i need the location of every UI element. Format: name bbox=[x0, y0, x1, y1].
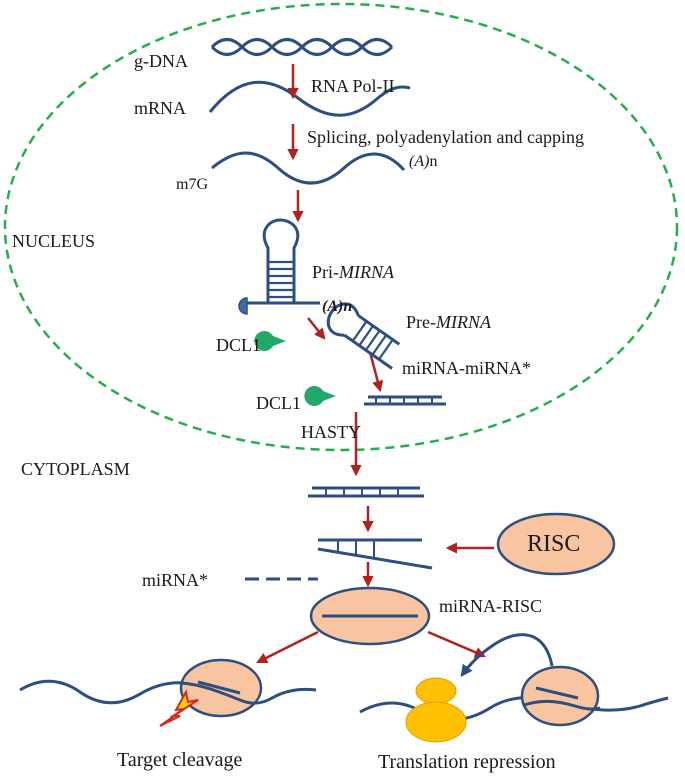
ribosome-large-subunit bbox=[405, 701, 467, 743]
label-m7g: m7G bbox=[176, 176, 208, 193]
cleavage-bolt bbox=[159, 689, 199, 727]
mrna-strand bbox=[208, 80, 411, 117]
gdna-helix bbox=[210, 38, 394, 56]
label-cytoplasm: CYTOPLASM bbox=[21, 459, 130, 479]
target-mrna-cleavage bbox=[19, 679, 201, 705]
label-pri-mirna: Pri-MIRNA bbox=[312, 263, 394, 281]
label-dcl1-b: DCL1 bbox=[256, 393, 301, 413]
label-duplex: miRNA-miRNA* bbox=[402, 358, 532, 378]
label-hasty: HASTY bbox=[301, 422, 362, 442]
label-polya-1-a: (A) bbox=[409, 153, 430, 170]
label-splicing: Splicing, polyadenylation and capping bbox=[307, 127, 584, 147]
capped-mrna-strand bbox=[211, 151, 406, 185]
label-pri-prefix: Pri- bbox=[312, 262, 339, 282]
label-pre-italic: MIRNA bbox=[436, 312, 491, 332]
label-pre-mirna: Pre-MIRNA bbox=[406, 313, 491, 331]
label-mrna: mRNA bbox=[134, 98, 187, 118]
label-dcl1-a: DCL1 bbox=[216, 335, 261, 355]
label-gdna: g-DNA bbox=[134, 51, 188, 71]
dcl1-enzyme-2 bbox=[304, 386, 336, 407]
label-rna-pol: RNA Pol-II bbox=[311, 76, 395, 96]
label-polya-2: (A)n bbox=[322, 298, 353, 315]
label-translation-repression: Translation repression bbox=[378, 751, 556, 773]
ribosome-small-subunit bbox=[415, 677, 457, 705]
cytoplasm-arrows bbox=[255, 506, 494, 664]
label-mirna-star: miRNA* bbox=[142, 570, 209, 590]
dcl1-enzyme-1 bbox=[254, 331, 286, 351]
nucleus-boundary bbox=[3, 2, 679, 452]
pri-mirna-hairpin bbox=[246, 218, 320, 305]
label-nucleus: NUCLEUS bbox=[12, 231, 96, 251]
target-mrna-repression bbox=[359, 695, 669, 722]
label-target-cleavage: Target cleavage bbox=[117, 749, 243, 771]
label-pre-prefix: Pre- bbox=[406, 312, 436, 332]
nucleus-arrows bbox=[287, 64, 384, 477]
repression-curved-arrow bbox=[460, 633, 554, 677]
duplex-nucleus bbox=[364, 395, 446, 406]
risc-on-target-repression bbox=[520, 665, 600, 727]
unwinding-duplex bbox=[317, 538, 433, 570]
label-pri-italic: MIRNA bbox=[339, 262, 394, 282]
five-prime-cap bbox=[238, 297, 248, 315]
label-polya-1: (A)n bbox=[409, 154, 437, 170]
label-polya-1-n: n bbox=[429, 153, 438, 170]
duplex-cytoplasm bbox=[308, 486, 424, 498]
pre-mirna-hairpin bbox=[326, 302, 401, 370]
label-mirna-risc: miRNA-RISC bbox=[439, 596, 543, 616]
risc-complex bbox=[496, 512, 616, 576]
label-risc: RISC bbox=[527, 531, 581, 557]
